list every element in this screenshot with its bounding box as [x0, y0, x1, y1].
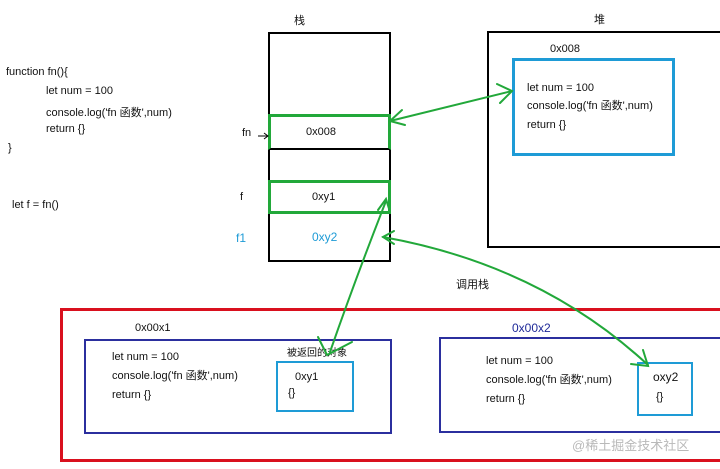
- frame-2-object: [637, 362, 693, 416]
- watermark: @稀土掘金技术社区: [572, 438, 690, 453]
- code-line-function: function fn(){: [6, 66, 68, 78]
- frame-1-object-body: {}: [288, 387, 296, 399]
- call-stack-title: 调用栈: [456, 279, 489, 291]
- code-line-console: console.log('fn 函数',num): [46, 107, 172, 119]
- frame-1-code-line-2: console.log('fn 函数',num): [112, 370, 238, 382]
- stack-value-fn: 0x008: [306, 126, 336, 138]
- frame-1-code-line-3: return {}: [112, 389, 152, 401]
- frame-2-address: 0x00x2: [512, 321, 551, 335]
- stack-value-f: 0xy1: [312, 191, 336, 203]
- code-line-close-brace: }: [8, 142, 12, 154]
- code-line-return: return {}: [46, 123, 86, 135]
- frame-2-code-line-1: let num = 100: [486, 355, 553, 367]
- code-line-let: let num = 100: [46, 85, 113, 97]
- stack-title: 栈: [294, 15, 305, 27]
- frame-2-code-line-2: console.log('fn 函数',num): [486, 374, 612, 386]
- heap-code-line-2: console.log('fn 函数',num): [527, 100, 653, 112]
- frame-2-object-body: {}: [656, 391, 664, 403]
- stack-label-f: f: [240, 191, 244, 203]
- frame-2-code-line-3: return {}: [486, 393, 526, 405]
- frame-1-address: 0x00x1: [135, 322, 171, 334]
- heap-function-object: [512, 58, 675, 156]
- frame-1-code-line-1: let num = 100: [112, 351, 179, 363]
- code-assignment: let f = fn(): [12, 199, 59, 211]
- stack-label-fn: fn: [242, 127, 252, 139]
- frame-1-returned-object: [276, 361, 354, 412]
- stack-value-f1: 0xy2: [312, 230, 338, 244]
- arrowhead-heap-left: [387, 109, 406, 126]
- heap-code-line-3: return {}: [527, 119, 567, 131]
- frame-1: [84, 339, 392, 434]
- returned-object-label: 被返回的对象: [287, 348, 347, 359]
- frame-1-object-address: 0xy1: [295, 371, 319, 383]
- heap-address: 0x008: [550, 43, 580, 55]
- stack-cell-fn: [268, 114, 391, 150]
- frame-2-object-address: oxy2: [653, 370, 679, 384]
- stack-label-f1: f1: [236, 231, 247, 245]
- heap-title: 堆: [594, 14, 605, 26]
- heap-code-line-1: let num = 100: [527, 82, 594, 94]
